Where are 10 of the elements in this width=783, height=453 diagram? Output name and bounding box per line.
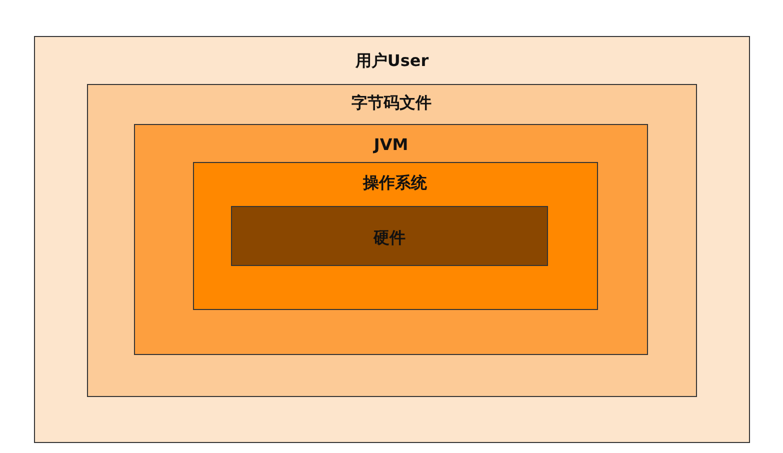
layer-box xyxy=(231,206,548,266)
layer-box xyxy=(34,36,750,443)
layer-title: 用户User xyxy=(354,51,430,72)
layer-box xyxy=(134,124,648,355)
layer-title: 操作系统 xyxy=(362,172,428,194)
layer-title: 硬件 xyxy=(372,228,406,249)
layer-title: JVM xyxy=(372,135,410,154)
layer-title: 字节码文件 xyxy=(350,92,432,114)
layer-box xyxy=(192,162,598,310)
layer-box xyxy=(86,84,696,396)
